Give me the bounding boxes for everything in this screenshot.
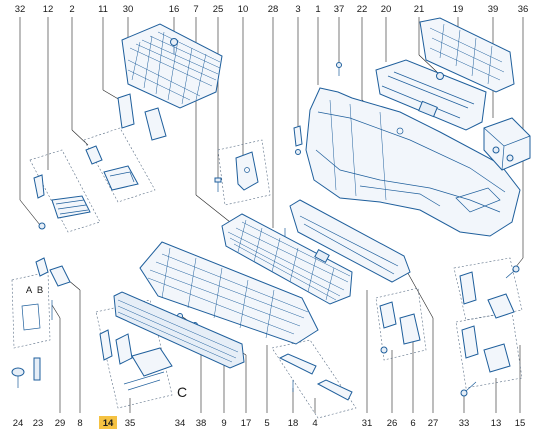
top-label-36: 36 <box>518 4 529 15</box>
fastener-part-21 <box>436 72 444 80</box>
bottom-part-labels: 24 23 29 8 14 35 34 38 9 17 5 18 4 31 26 6 27 33 13 15 <box>13 418 526 429</box>
bottom-label-34: 34 <box>175 418 186 429</box>
upper-grille-part-30 <box>121 23 223 109</box>
bottom-label-17: 17 <box>241 418 252 429</box>
bottom-label-33: 33 <box>459 418 470 429</box>
clips-part-11 <box>117 93 167 141</box>
bottom-label-8: 8 <box>77 418 82 429</box>
top-label-7: 7 <box>193 4 198 15</box>
top-part-labels: 32 12 2 11 30 16 7 25 10 28 3 1 37 22 20 21 19 39 36 <box>15 4 529 15</box>
top-label-2: 2 <box>69 4 74 15</box>
bottom-label-27: 27 <box>428 418 439 429</box>
bottom-label-24: 24 <box>13 418 24 429</box>
top-label-28: 28 <box>268 4 279 15</box>
subassembly-frames <box>11 127 523 419</box>
upper-bracket-part-19 <box>419 17 515 93</box>
bottom-label-9: 9 <box>221 418 226 429</box>
bottom-label-5: 5 <box>264 418 269 429</box>
lower-grille-part-7 <box>221 213 353 305</box>
callout-letter-c: C <box>177 384 187 400</box>
screw-part-25 <box>214 177 222 192</box>
top-label-30: 30 <box>123 4 134 15</box>
bottom-label-23: 23 <box>33 418 44 429</box>
bracket-part-10 <box>235 151 259 191</box>
bottom-label-18: 18 <box>288 418 299 429</box>
top-label-16: 16 <box>169 4 180 15</box>
top-label-20: 20 <box>381 4 392 15</box>
top-label-1: 1 <box>315 4 320 15</box>
top-label-12: 12 <box>43 4 54 15</box>
clip-part-22 <box>396 127 404 135</box>
brackets-right <box>459 265 520 397</box>
left-bracket-part-12 <box>33 174 91 230</box>
bumper-cover-part-1 <box>305 87 521 237</box>
bottom-label-13: 13 <box>491 418 502 429</box>
bottom-label-4: 4 <box>312 418 317 429</box>
top-label-10: 10 <box>238 4 249 15</box>
bottom-label-6: 6 <box>410 418 415 429</box>
top-label-11: 11 <box>98 4 108 15</box>
top-label-37: 37 <box>334 4 345 15</box>
bottom-label-15: 15 <box>515 418 526 429</box>
bottom-label-14: 14 <box>103 418 114 429</box>
bolt-part-37 <box>336 62 342 76</box>
callout-letter-b: B <box>37 285 43 296</box>
bottom-label-31: 31 <box>362 418 373 429</box>
bottom-label-26: 26 <box>387 418 398 429</box>
screw-part-16 <box>170 38 178 54</box>
highlight-marker <box>99 416 117 429</box>
absorber-part-20 <box>375 59 487 131</box>
brackets-part-18-4 <box>278 353 353 401</box>
top-label-21: 21 <box>414 4 425 15</box>
top-label-19: 19 <box>453 4 464 15</box>
radiator-shield-part-17 <box>139 241 319 345</box>
bottom-label-35: 35 <box>125 418 136 429</box>
crossmember-part-31 <box>289 199 411 283</box>
brackets-part-26-6 <box>379 301 421 354</box>
top-label-32: 32 <box>15 4 26 15</box>
bottom-label-38: 38 <box>196 418 207 429</box>
sensor-box-part-39 <box>483 117 531 171</box>
top-label-3: 3 <box>295 4 300 15</box>
bottom-label-29: 29 <box>55 418 66 429</box>
clip-part-3 <box>293 125 303 155</box>
fasteners-left <box>11 257 71 388</box>
top-label-25: 25 <box>213 4 224 15</box>
leader-lines-bottom <box>51 267 521 413</box>
top-label-22: 22 <box>357 4 368 15</box>
undertray-part-9 <box>113 291 245 369</box>
bracket-part-2 <box>85 145 139 191</box>
brackets-part-14-35 <box>99 329 173 391</box>
top-label-39: 39 <box>488 4 499 15</box>
callout-letter-a: A <box>26 285 33 296</box>
